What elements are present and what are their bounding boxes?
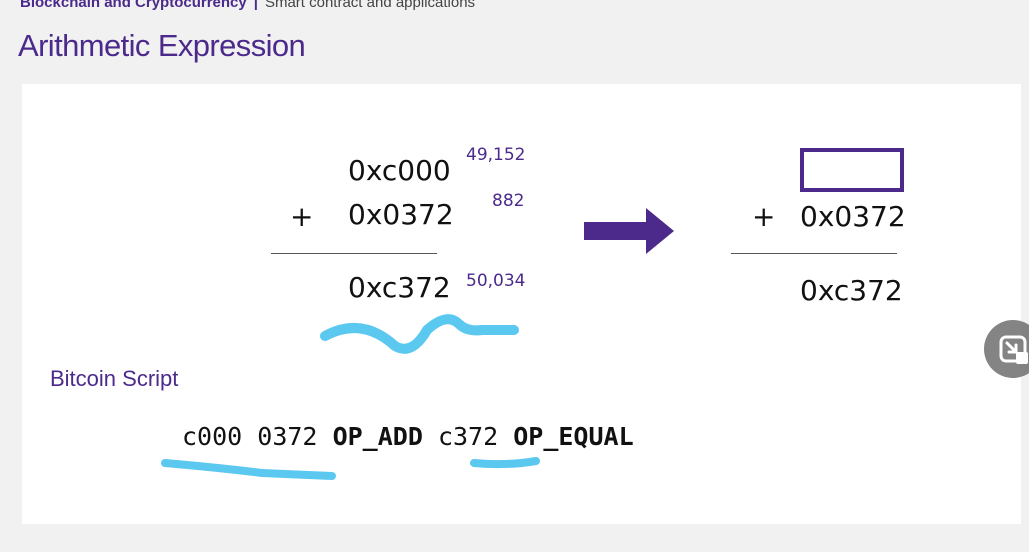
script-token: c000 [182,422,243,451]
script-heading: Bitcoin Script [50,366,179,391]
script-opcode: OP_ADD [332,422,423,451]
breadcrumb-separator: | [253,0,258,11]
right-arrow-icon [584,208,674,254]
underline-annotation [161,459,336,480]
breadcrumb-course: Blockchain and Cryptocurrency [20,0,247,11]
right-operand-2: 0x0372 [800,200,906,233]
left-operand-2-decimal: 882 [492,191,525,211]
underline-annotation [470,457,540,469]
exit-fullscreen-icon [999,335,1028,364]
script-token: 0372 [257,422,318,451]
checkmark-annotation [320,314,519,354]
left-result: 0xc372 [348,271,451,304]
left-operand-2: 0x0372 [348,198,454,231]
exit-fullscreen-button[interactable] [984,320,1029,378]
slide-content: 0xc000 49,152 + 0x0372 882 0xc372 50,034… [22,84,1021,524]
left-operand-1: 0xc000 [348,154,451,187]
blank-operand-box [800,148,904,192]
left-operand-1-decimal: 49,152 [466,145,526,165]
right-sum-line [731,253,897,254]
script-opcode: OP_EQUAL [513,422,634,451]
script-code: c000 0372 OP_ADD c372 OP_EQUAL [182,422,634,451]
left-result-decimal: 50,034 [466,271,526,291]
breadcrumb-lecture: Smart contract and applications [264,0,476,11]
right-operator: + [752,200,776,233]
breadcrumb: Blockchain and Cryptocurrency | Smart cont… [20,0,475,11]
script-token: c372 [437,422,499,451]
left-operator: + [290,200,314,233]
page-title: Arithmetic Expression [18,28,306,63]
left-sum-line [271,253,437,254]
right-result: 0xc372 [800,274,903,307]
